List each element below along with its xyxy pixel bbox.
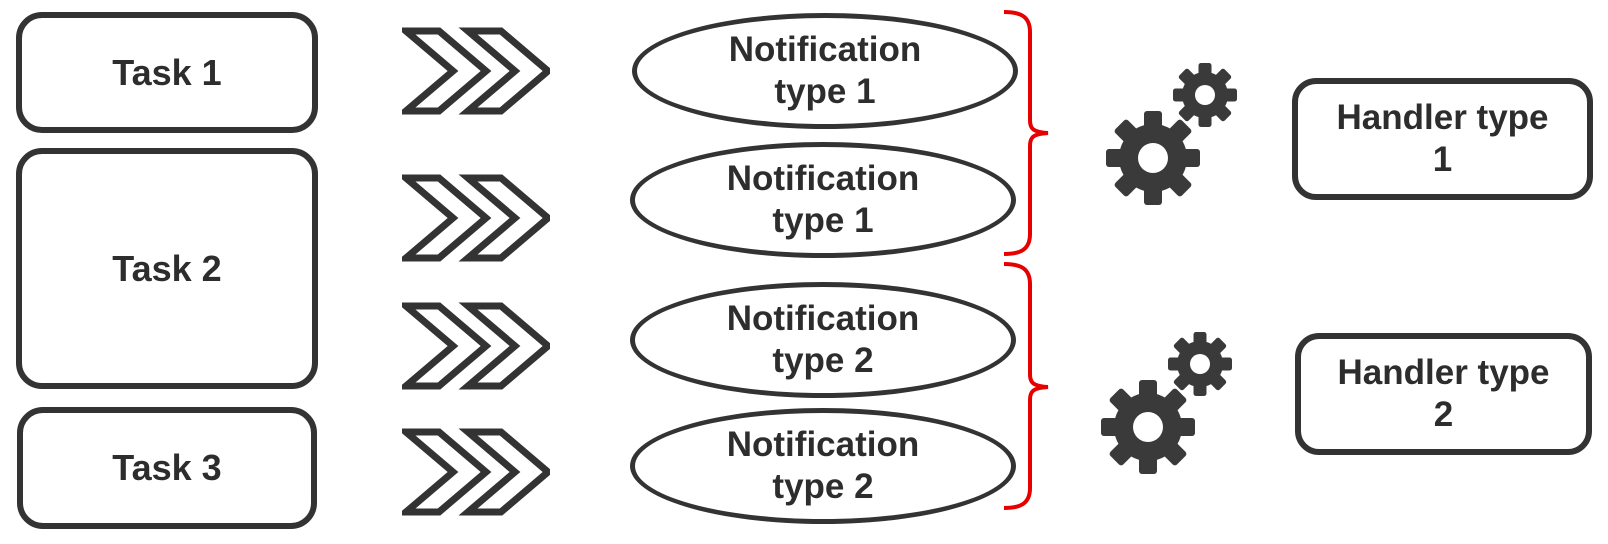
group-1-brace bbox=[1003, 10, 1049, 256]
task-1-label: Task 1 bbox=[112, 51, 222, 93]
double-chevron-right-icon bbox=[402, 27, 550, 115]
handler-2-box: Handler type 2 bbox=[1295, 333, 1592, 455]
gears-icon bbox=[1101, 332, 1232, 474]
notification-4-ellipse: Notification type 2 bbox=[630, 408, 1016, 524]
task-2-label: Task 2 bbox=[112, 247, 222, 289]
notification-1-line2: type 1 bbox=[774, 72, 876, 111]
notification-3-ellipse: Notification type 2 bbox=[630, 282, 1016, 398]
handler-1-line1: Handler type bbox=[1336, 98, 1549, 137]
task-2-box: Task 2 bbox=[16, 148, 318, 389]
group-2-brace bbox=[1003, 262, 1049, 510]
notification-3-line1: Notification bbox=[726, 299, 920, 338]
notification-3-line2: type 2 bbox=[772, 341, 874, 380]
double-chevron-right-icon bbox=[402, 302, 550, 390]
gears-icon bbox=[1106, 63, 1237, 205]
notification-1-ellipse: Notification type 1 bbox=[632, 13, 1018, 129]
task-1-box: Task 1 bbox=[16, 12, 318, 133]
notification-2-ellipse: Notification type 1 bbox=[630, 142, 1016, 258]
handler-1-line2: 1 bbox=[1432, 140, 1453, 179]
notification-2-line2: type 1 bbox=[772, 201, 874, 240]
handler-2-line1: Handler type bbox=[1337, 353, 1550, 392]
notification-2-line1: Notification bbox=[726, 159, 920, 198]
notification-4-line1: Notification bbox=[726, 425, 920, 464]
task-3-label: Task 3 bbox=[112, 447, 222, 488]
double-chevron-right-icon bbox=[402, 174, 550, 262]
handler-1-box: Handler type 1 bbox=[1292, 78, 1593, 200]
notification-4-line2: type 2 bbox=[772, 467, 874, 506]
notification-1-line1: Notification bbox=[728, 30, 922, 69]
double-chevron-right-icon bbox=[402, 428, 550, 516]
task-3-box: Task 3 bbox=[17, 407, 317, 529]
handler-2-line2: 2 bbox=[1433, 395, 1454, 434]
